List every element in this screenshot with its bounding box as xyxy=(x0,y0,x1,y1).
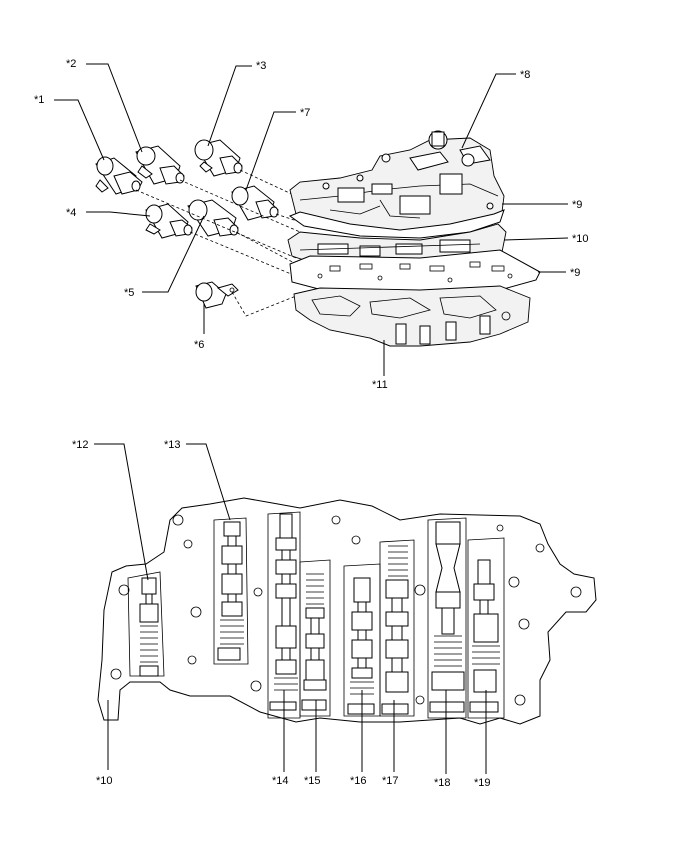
callout-labels: *1 *2 *3 *7 *4 *5 *6 *8 *9 *10 *9 *11 *1… xyxy=(34,58,589,789)
callout-16: *16 xyxy=(350,775,367,787)
callout-8: *8 xyxy=(520,69,530,81)
callout-1: *1 xyxy=(34,94,44,106)
spool-valve-13 xyxy=(217,521,244,661)
solenoid-2 xyxy=(135,145,185,185)
callout-14: *14 xyxy=(272,775,289,787)
spool-valve-17 xyxy=(381,545,409,715)
bottom-leaders xyxy=(94,443,487,774)
solenoid-6 xyxy=(195,281,239,309)
spool-valve-12 xyxy=(139,577,159,677)
callout-9-upper: *9 xyxy=(572,199,582,211)
valve-body-section xyxy=(97,497,597,725)
callout-2: *2 xyxy=(66,58,76,70)
top-leaders xyxy=(54,63,569,376)
callout-15: *15 xyxy=(304,775,321,787)
callout-3: *3 xyxy=(256,60,266,72)
callout-12: *12 xyxy=(72,439,89,451)
callout-4: *4 xyxy=(66,207,76,219)
callout-10-lower: *10 xyxy=(96,775,113,787)
callout-5: *5 xyxy=(124,287,134,299)
callout-18: *18 xyxy=(434,777,451,789)
spool-valve-18 xyxy=(429,521,465,713)
solenoid-1 xyxy=(95,156,143,195)
callout-17: *17 xyxy=(382,775,399,787)
solenoid-3 xyxy=(194,139,243,177)
spool-valve-15 xyxy=(301,573,327,711)
solenoid-5 xyxy=(187,199,239,237)
callout-9-lower: *9 xyxy=(570,267,580,279)
alignment-lines xyxy=(135,169,301,317)
spool-valve-16 xyxy=(347,577,375,715)
solenoid-4 xyxy=(145,203,193,239)
upper-valve-body xyxy=(289,130,505,233)
callout-11: *11 xyxy=(372,379,388,391)
callout-19: *19 xyxy=(474,777,491,789)
lower-valve-body xyxy=(293,285,531,347)
callout-7: *7 xyxy=(300,107,310,119)
solenoid-7 xyxy=(231,185,279,221)
callout-6: *6 xyxy=(194,339,204,351)
spool-valve-14 xyxy=(269,513,298,711)
middle-valve-body xyxy=(287,223,507,265)
spool-valve-19 xyxy=(469,559,500,713)
separator-plate-upper xyxy=(288,209,505,239)
callout-10-upper: *10 xyxy=(572,233,589,245)
callout-13: *13 xyxy=(164,439,181,451)
